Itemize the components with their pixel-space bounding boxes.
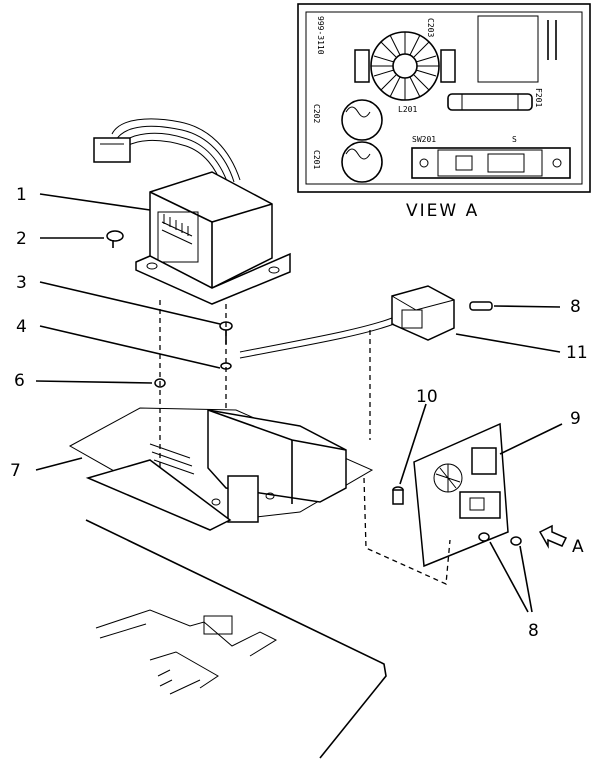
pcb-switch — [459, 491, 501, 519]
view-a-arrow — [538, 524, 568, 549]
callout-7: 7 — [10, 461, 21, 481]
label-l201: L201 — [398, 105, 417, 114]
callout-3: 3 — [16, 273, 27, 293]
screw-2 — [106, 230, 124, 248]
label-c201: C201 — [312, 150, 321, 169]
label-c203: C203 — [426, 18, 435, 37]
label-s: S — [512, 135, 517, 144]
screw-8-inlet — [469, 301, 493, 311]
ac-power-inlet — [239, 285, 455, 359]
callout-11: 11 — [566, 343, 588, 363]
chassis-tab — [227, 475, 259, 523]
callout-2: 2 — [16, 229, 27, 249]
leader-lines — [35, 193, 563, 613]
inset-pcb-outline — [305, 11, 583, 185]
transformer-mounting-bracket — [135, 252, 291, 305]
label-c202: C202 — [312, 104, 321, 123]
capacitor-c201 — [341, 141, 383, 183]
spacer-10 — [392, 486, 404, 505]
label-f201: F201 — [534, 88, 543, 107]
callout-8-pcb-screws: 8 — [528, 621, 539, 641]
wire-connector-plug — [93, 137, 131, 163]
circuit-board — [413, 422, 509, 568]
view-a-inset: 999-3110 C203 L201 F201 C202 C201 SW201 … — [297, 3, 591, 221]
label-pcb-number: 999-3110 — [316, 16, 325, 55]
callout-6: 6 — [14, 371, 25, 391]
callout-10: 10 — [416, 387, 438, 407]
screws-8-pcb — [478, 532, 522, 546]
chassis-bracket — [68, 407, 374, 531]
view-a-title: VIEW A — [406, 201, 479, 221]
callout-8-inlet-screw: 8 — [570, 297, 581, 317]
inset-box-component — [477, 15, 539, 83]
callout-1: 1 — [16, 185, 27, 205]
callout-arrow-a: A — [572, 537, 584, 557]
cabinet-base — [85, 519, 387, 759]
callout-4: 4 — [16, 317, 27, 337]
switch-sw201 — [411, 147, 571, 179]
inset-frame — [297, 3, 591, 193]
callout-9: 9 — [570, 409, 581, 429]
pcb-capacitor-block — [471, 447, 497, 475]
fuse-f201 — [447, 93, 533, 111]
label-sw201: SW201 — [412, 135, 436, 144]
toroid-coil-l201 — [354, 31, 456, 101]
capacitor-c202 — [341, 99, 383, 141]
wire-harness — [93, 118, 241, 187]
transformer — [135, 171, 291, 305]
